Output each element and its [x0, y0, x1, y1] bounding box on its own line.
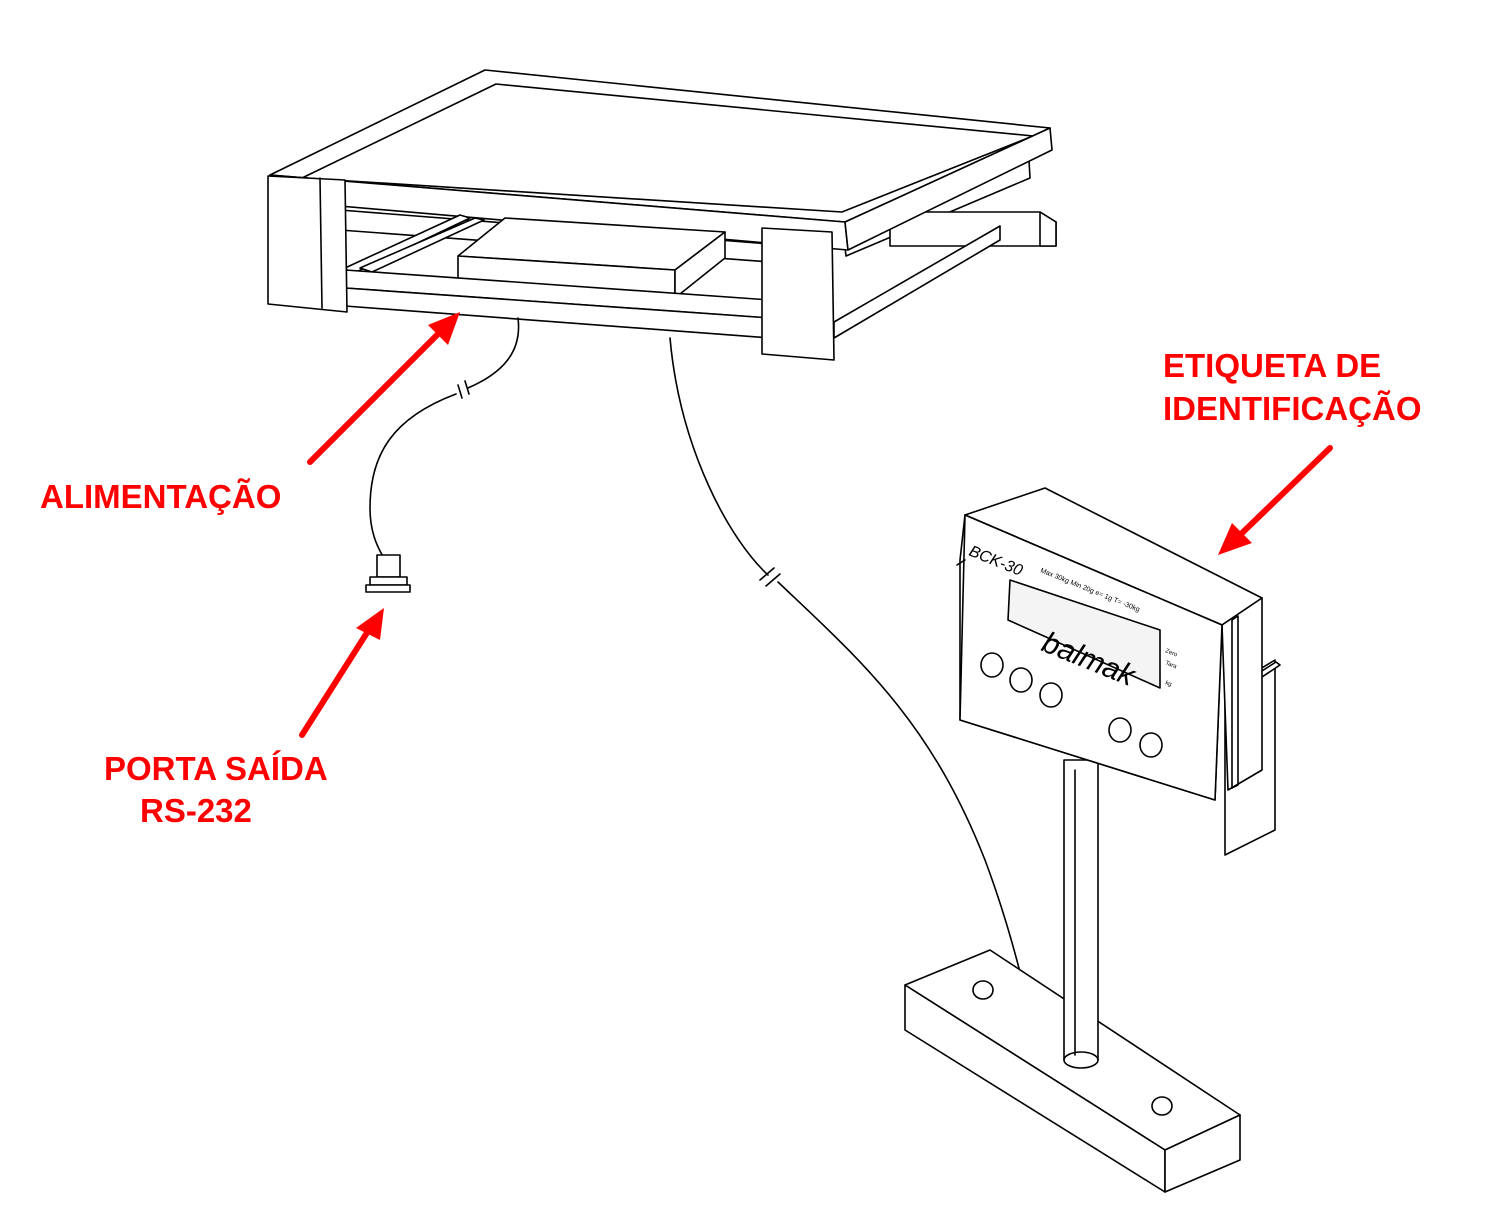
svg-text:Tara: Tara [1164, 660, 1178, 670]
label-alimentacao: ALIMENTAÇÃO [40, 478, 281, 515]
svg-text:kg: kg [1164, 680, 1172, 688]
callout-labels: ALIMENTAÇÃO PORTA SAÍDA RS-232 ETIQUETA … [40, 347, 1422, 829]
label-porta-saida-line2: RS-232 [140, 792, 252, 829]
svg-text:Zero: Zero [1164, 648, 1178, 658]
indicator-head: BCK-30 Max 30kg Min 20g e= 1g T= -30kg b… [956, 487, 1263, 801]
cables [369, 317, 1023, 981]
label-etiqueta-line2: IDENTIFICAÇÃO [1163, 390, 1422, 427]
arrow-alimentacao [307, 329, 443, 465]
arrow-etiqueta [1237, 445, 1333, 538]
label-porta-saida-line1: PORTA SAÍDA [104, 750, 328, 787]
callout-arrows [299, 312, 1333, 738]
indicator-button-4[interactable] [1108, 717, 1132, 743]
arrow-porta-saida [299, 625, 373, 738]
weighing-platform [267, 69, 1057, 361]
indicator-button-2[interactable] [1009, 667, 1033, 693]
indicator-button-1[interactable] [980, 652, 1004, 678]
indicator-button-3[interactable] [1039, 682, 1063, 708]
indicator-button-5[interactable] [1139, 732, 1163, 758]
rs232-connector-icon [365, 554, 411, 593]
indicator-stand [904, 659, 1281, 1193]
label-etiqueta-line1: ETIQUETA DE [1163, 347, 1381, 384]
